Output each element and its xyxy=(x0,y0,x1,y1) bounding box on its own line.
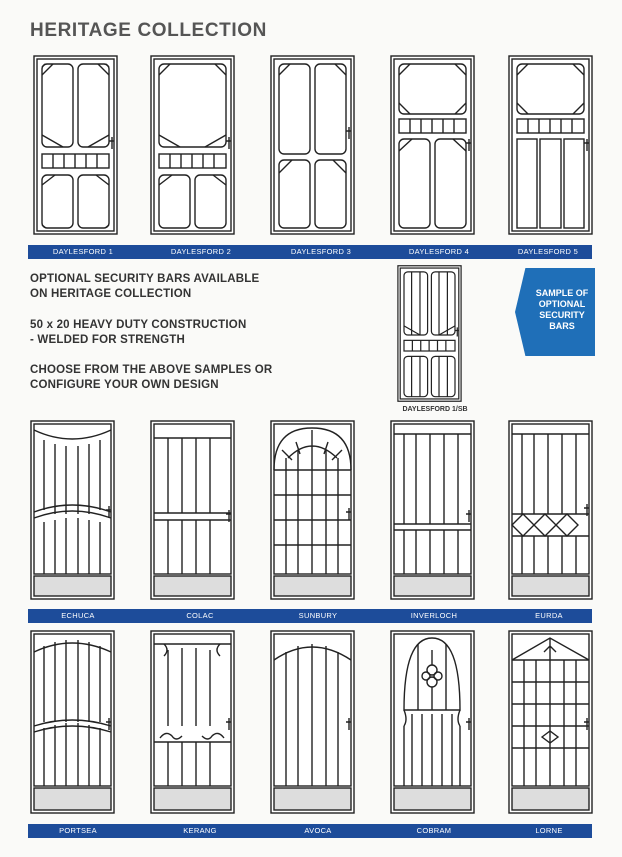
sample-badge: SAMPLE OF OPTIONAL SECURITY BARS xyxy=(515,268,595,356)
door-echuca xyxy=(30,420,115,600)
door-label: COBRAM xyxy=(416,826,452,835)
info-construction: 50 x 20 HEAVY DUTY CONSTRUCTION- WELDED … xyxy=(30,319,247,346)
door-label: DAYLESFORD 2 xyxy=(170,247,232,256)
door-daylesford-1 xyxy=(33,55,118,235)
door-daylesford-2 xyxy=(150,55,235,235)
door-colac xyxy=(150,420,235,600)
door-daylesford-5 xyxy=(508,55,593,235)
door-label: DAYLESFORD 1 xyxy=(52,247,114,256)
door-label: DAYLESFORD 3 xyxy=(290,247,352,256)
sample-door-label: DAYLESFORD 1/SB xyxy=(402,406,468,413)
door-label: KERANG xyxy=(183,826,217,835)
door-daylesford-4 xyxy=(390,55,475,235)
door-avoca xyxy=(270,630,355,814)
door-daylesford-1-sb xyxy=(397,265,462,402)
label-bar-row-2: ECHUCA COLAC SUNBURY INVERLOCH EURDA xyxy=(28,609,592,623)
door-label: EURDA xyxy=(535,611,563,620)
door-sunbury xyxy=(270,420,355,600)
door-label: COLAC xyxy=(186,611,214,620)
door-eurda xyxy=(508,420,593,600)
door-portsea xyxy=(30,630,115,814)
door-daylesford-3 xyxy=(270,55,355,235)
door-label: LORNE xyxy=(535,826,563,835)
door-label: DAYLESFORD 4 xyxy=(408,247,470,256)
door-label: PORTSEA xyxy=(59,826,97,835)
door-inverloch xyxy=(390,420,475,600)
door-lorne xyxy=(508,630,593,814)
door-label: ECHUCA xyxy=(61,611,95,620)
label-bar-row-1: DAYLESFORD 1 DAYLESFORD 2 DAYLESFORD 3 D… xyxy=(28,245,592,259)
label-bar-row-3: PORTSEA KERANG AVOCA COBRAM LORNE xyxy=(28,824,592,838)
door-label: AVOCA xyxy=(304,826,332,835)
door-kerang xyxy=(150,630,235,814)
door-cobram xyxy=(390,630,475,814)
door-label: SUNBURY xyxy=(298,611,338,620)
door-label: DAYLESFORD 5 xyxy=(517,247,579,256)
page-title: HERITAGE COLLECTION xyxy=(30,20,267,41)
door-label: INVERLOCH xyxy=(410,611,458,620)
